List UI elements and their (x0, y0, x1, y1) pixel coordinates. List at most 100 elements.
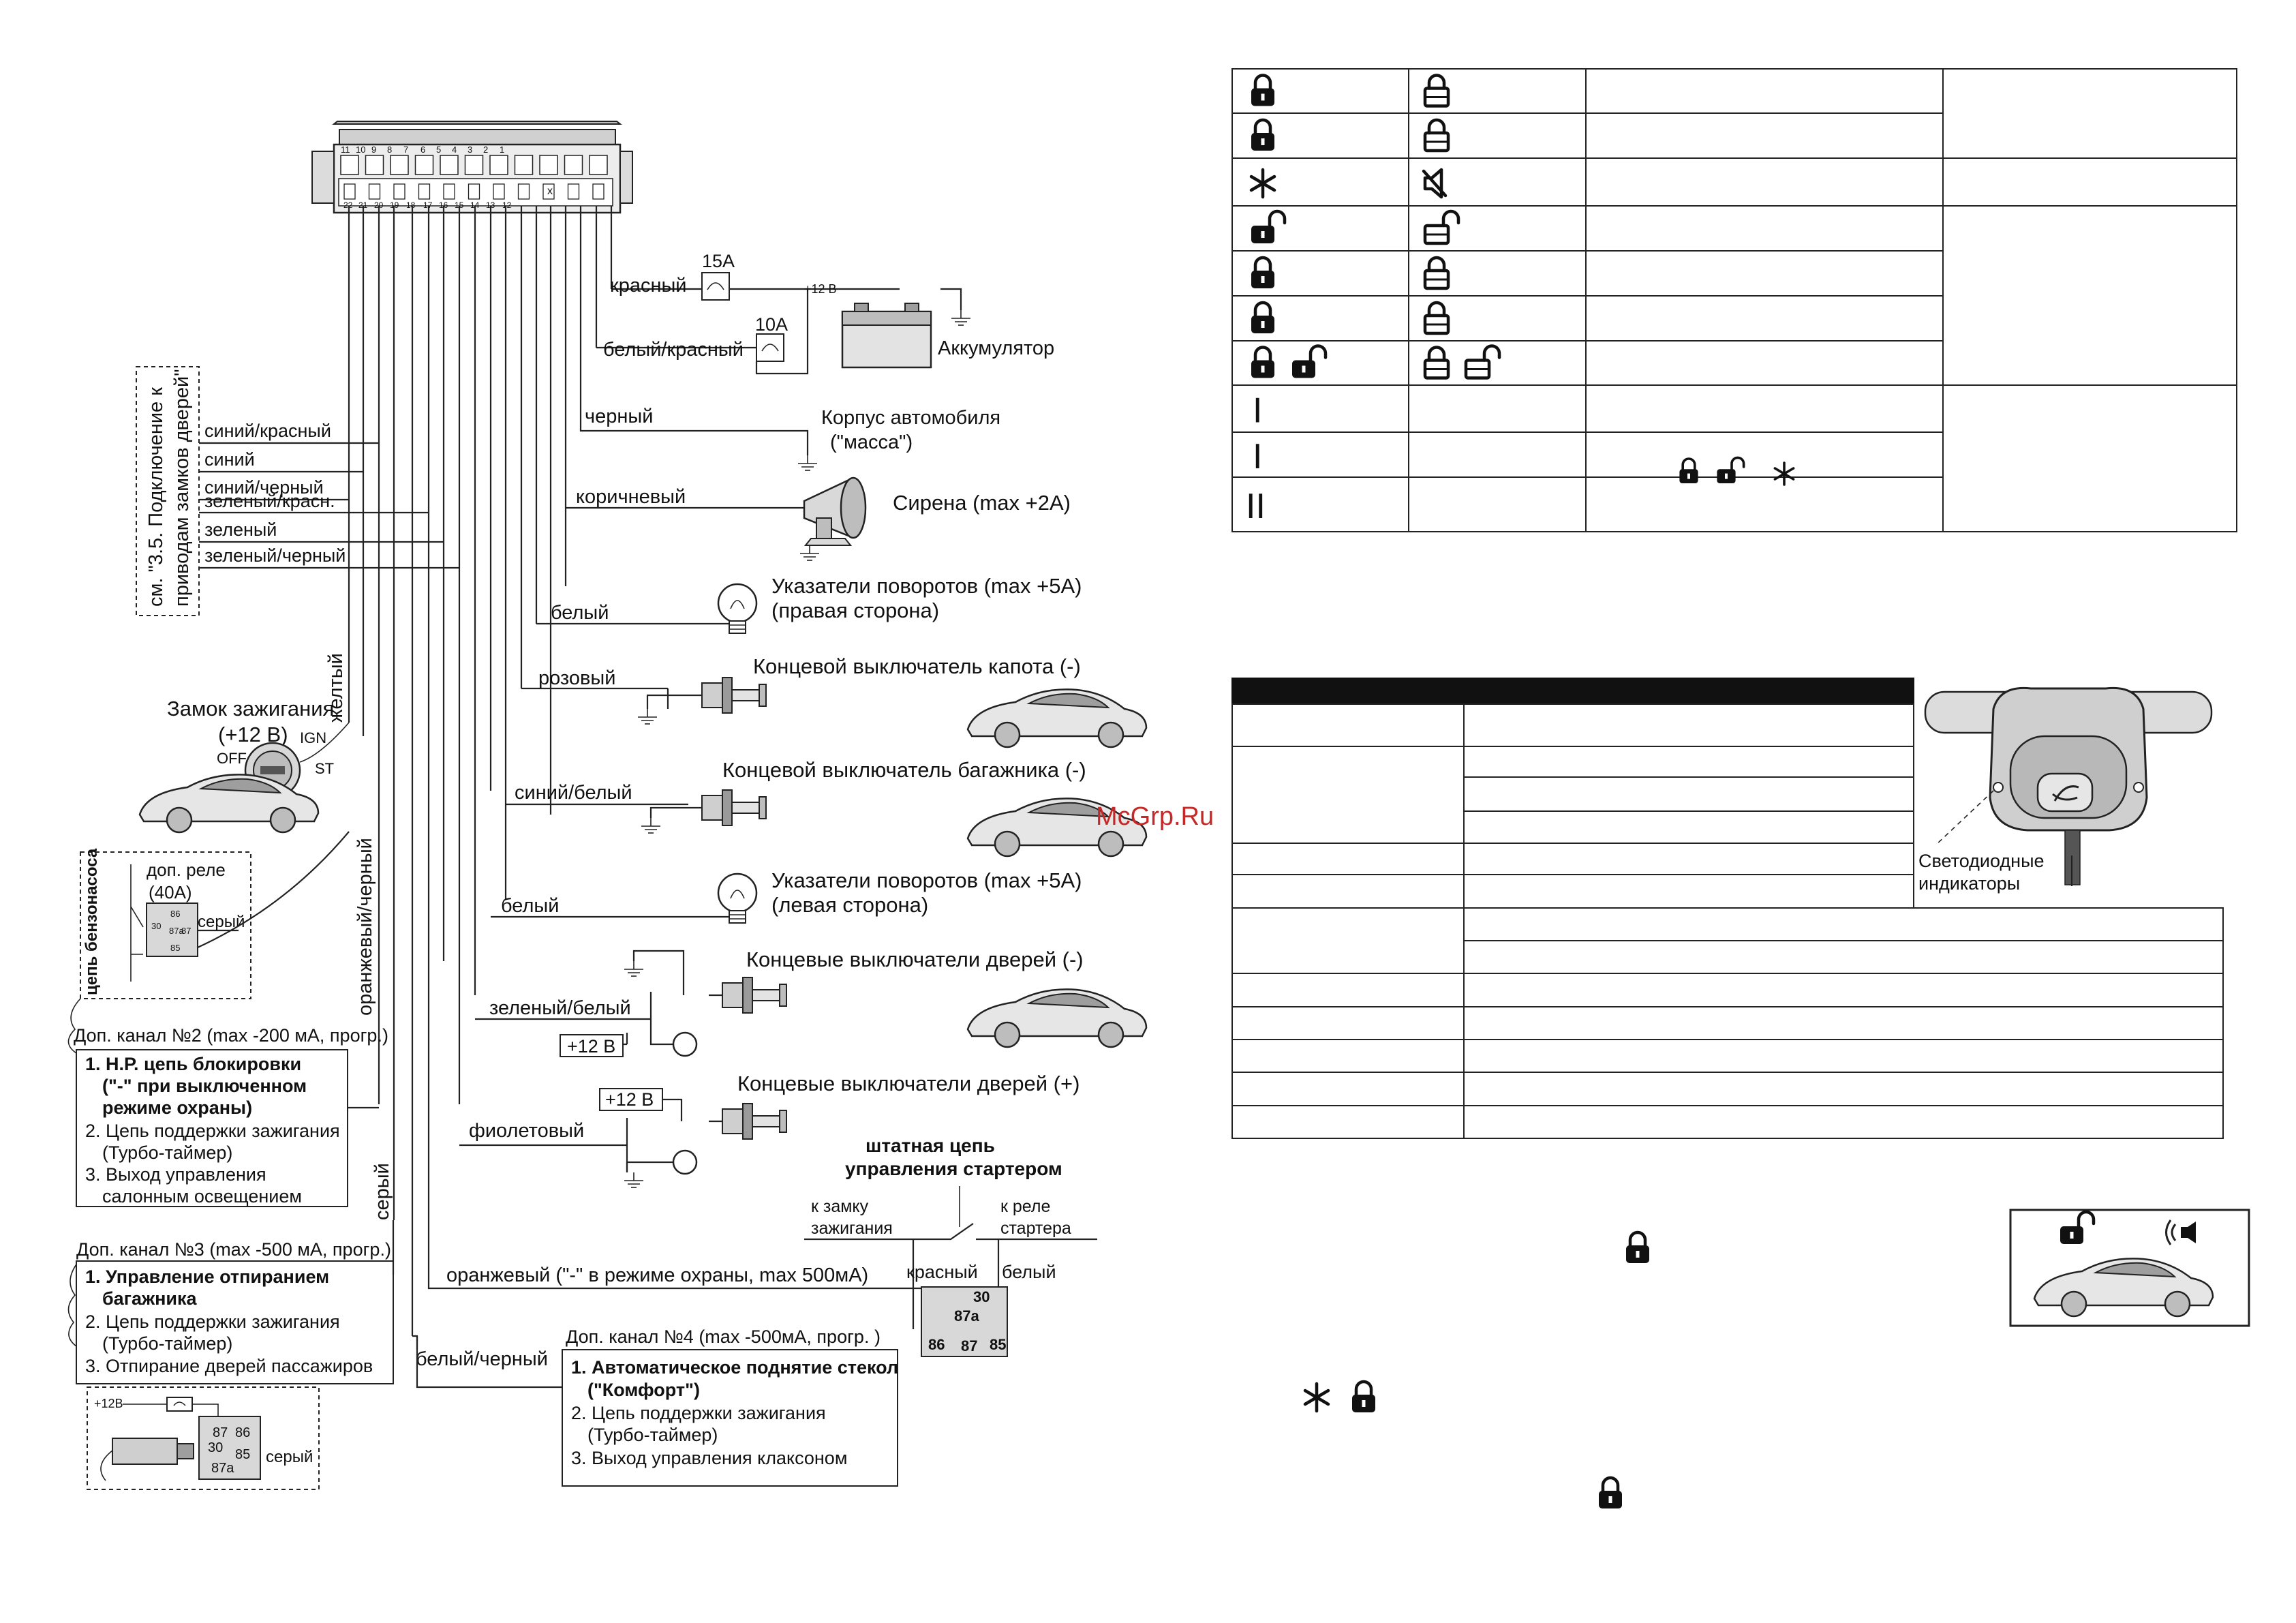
starter-red: красный (906, 1262, 978, 1282)
roman-one-icon: I (1253, 437, 1262, 476)
trunk-label: Концевой выключатель багажника (-) (722, 758, 1086, 782)
ch2-item1-1: 1. Н.Р. цепь блокировки (85, 1054, 301, 1074)
fuel-relay-label-2: (40A) (149, 882, 192, 902)
pin-top-label: 11 (341, 145, 350, 155)
starter-title-1: штатная цепь (866, 1135, 995, 1156)
pin-bottom-label: 20 (374, 200, 384, 210)
lcd-sound-icon (2165, 1219, 2196, 1245)
siren-icon (803, 476, 867, 546)
alarm-module-icon (1924, 686, 2213, 886)
doors-neg-label: Концевые выключатели дверей (-) (746, 947, 1084, 971)
ch2-box (76, 1049, 348, 1207)
ch4-box (562, 1349, 898, 1487)
chassis-ground-icon (797, 455, 818, 471)
pin-top-label: 7 (403, 145, 408, 155)
pin-bottom-label: 17 (423, 200, 433, 210)
trunk-switch-icon (687, 789, 767, 827)
pin-bottom-label: 16 (439, 200, 448, 210)
turn-right-bulb-icon (717, 583, 758, 635)
ch4-title: Доп. канал №4 (max -500мА, прогр. ) (566, 1326, 881, 1347)
led-label-2: индикаторы (1918, 873, 2020, 894)
fuel-relay-pin: 85 (170, 943, 180, 953)
watermark: McGrp.Ru (1096, 802, 1214, 831)
car-doors-icon (966, 988, 1148, 1048)
pin-x-mark: x (547, 185, 553, 197)
ch3-item1-1: 1. Управление отпиранием (85, 1266, 329, 1287)
ch3-relay-plus: +12В (94, 1397, 123, 1410)
starter-relay-pin: 87 (961, 1337, 977, 1354)
turn-right-label-1: Указатели поворотов (max +5A) (771, 574, 1082, 598)
fuel-relay-pin: 30 (151, 921, 161, 931)
fuel-relay-box (80, 851, 251, 999)
starter-relay-pin: 30 (973, 1288, 990, 1305)
ch2-item2-2: (Турбо-таймер) (102, 1142, 232, 1163)
starter-relay-pin: 86 (928, 1336, 945, 1353)
wire-blue-white-label: синий/белый (515, 782, 632, 804)
wire-yellow-label: желтый (325, 653, 347, 723)
pin-bottom-label: 21 (358, 200, 368, 210)
starter-to-relay-2: стартера (1000, 1219, 1071, 1238)
ch3-relay-pin: 87 (213, 1425, 228, 1440)
ch2-item3-2: салонным освещением (102, 1186, 302, 1207)
ch2-item3-1: 3. Выход управления (85, 1164, 266, 1185)
ch3-relay-icon (198, 1416, 261, 1480)
fuel-relay-icon (146, 902, 198, 957)
main-connector (311, 121, 633, 214)
fuse-15a-label: 15A (702, 251, 735, 271)
lock-note-box (136, 366, 200, 616)
door-neg-switch-icon (707, 976, 788, 1014)
led-label-1: Светодиодные (1918, 851, 2045, 871)
wire-brown-label: коричневый (576, 486, 686, 508)
wire-pink-label: розовый (538, 667, 615, 689)
starter-title-2: управления стартером (845, 1158, 1062, 1179)
ch3-relay-pin: 86 (235, 1425, 250, 1440)
lock-wire-label: зеленый/красн. (204, 491, 335, 511)
pin-top-label: 4 (452, 145, 457, 155)
ch3-box (76, 1260, 394, 1384)
ch4-item2-2: (Турбо-таймер) (587, 1425, 718, 1445)
chassis-label-1: Корпус автомобиля (821, 407, 1000, 429)
ign-st: ST (315, 760, 334, 777)
starter-relay-icon (921, 1286, 1008, 1357)
ch4-item1-2: ("Комфорт") (587, 1380, 700, 1400)
lock-note-2: приводам замков дверей" (171, 369, 193, 607)
pin-top-label: 2 (483, 145, 488, 155)
wire-white-red-label: белый/красный (603, 339, 744, 361)
doors-pos-label: Концевые выключатели дверей (+) (737, 1072, 1080, 1095)
wire-white-right-label: белый (551, 602, 609, 624)
door-pos-switch-icon (707, 1102, 788, 1140)
pin-top-label: 9 (371, 145, 376, 155)
turn-left-bulb-icon (717, 873, 758, 924)
wire-gray-ch3-label: серый (371, 1163, 393, 1220)
pin-top-label: 6 (420, 145, 425, 155)
ch4-item1-1: 1. Автоматическое поднятие стекол (571, 1357, 898, 1378)
doors-pos-plus12: +12 В (605, 1089, 654, 1110)
function-table (1231, 678, 2224, 1139)
siren-ground-icon (799, 545, 820, 561)
fuel-relay-pin: 87 (181, 926, 191, 936)
turn-left-label-1: Указатели поворотов (max +5A) (771, 868, 1082, 892)
ch3-relay-pin: 87a (211, 1461, 234, 1476)
wire-green-white-label: зеленый/белый (489, 997, 631, 1019)
wire-violet-label: фиолетовый (469, 1120, 584, 1142)
wire-red-label: красный (610, 275, 687, 297)
door-neg-ground-icon (624, 960, 644, 977)
bottom-asterisk-icon (1305, 1384, 1328, 1411)
roman-one-icon: I (1253, 391, 1262, 431)
battery-icon (841, 303, 932, 369)
pin-bottom-label: 22 (343, 200, 353, 210)
pin-bottom-label: 18 (406, 200, 416, 210)
trunk-ground-icon (641, 817, 661, 834)
pin-bottom-label: 14 (470, 200, 480, 210)
starter-to-ign-2: зажигания (811, 1219, 893, 1238)
chassis-label-2: ("масса") (830, 431, 913, 453)
ch4-item3: 3. Выход управления клаксоном (571, 1448, 847, 1468)
wire-orange-black-label: оранжевый/черный (354, 838, 376, 1016)
ch2-item1-3: режиме охраны) (102, 1097, 252, 1118)
